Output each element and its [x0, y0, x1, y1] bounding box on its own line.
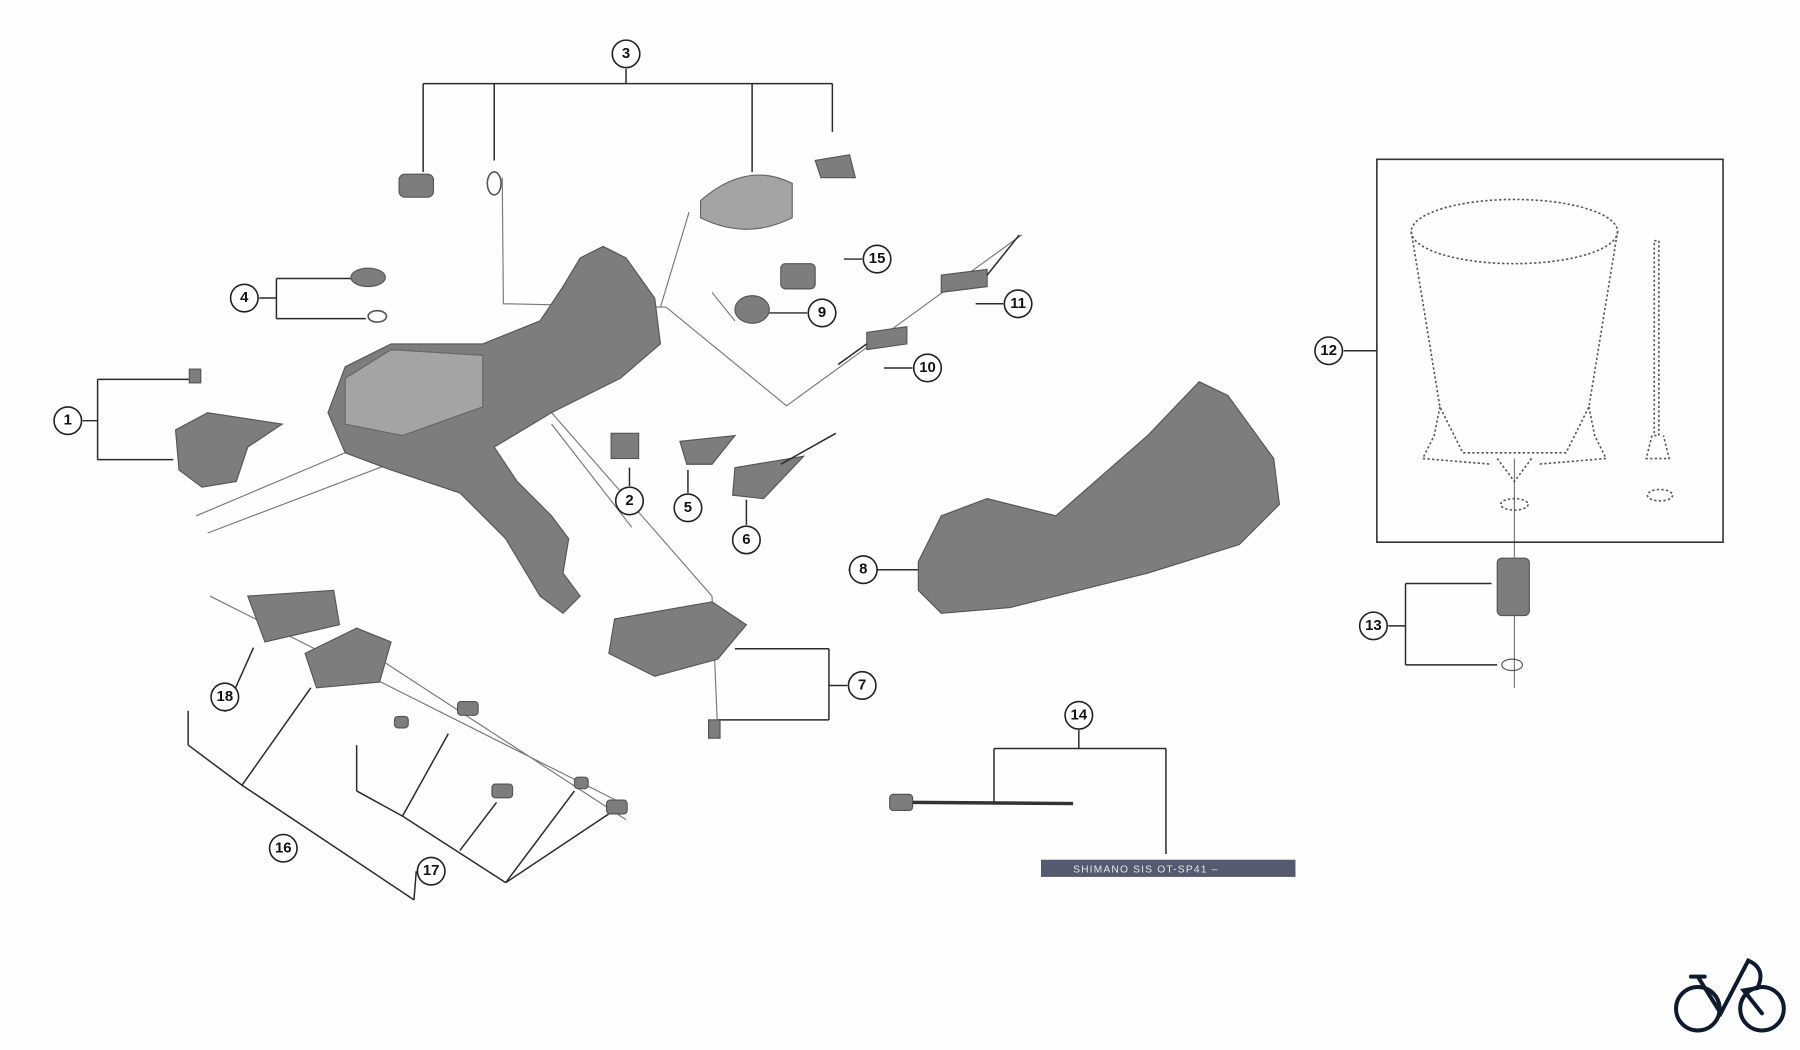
svg-text:13: 13: [1365, 618, 1382, 634]
lever-body: [327, 245, 662, 615]
svg-text:6: 6: [742, 532, 750, 548]
svg-text:7: 7: [858, 677, 866, 693]
leader-lines: [82, 68, 1498, 901]
callout-4: 4: [229, 283, 259, 313]
small-parts: [174, 154, 1020, 815]
callout-9: 9: [807, 298, 837, 328]
shift-cable: SHIMANO SIS OT-SP41 –: [889, 793, 1296, 877]
callout-16: 16: [268, 833, 298, 863]
callout-17: 17: [416, 856, 446, 886]
svg-text:4: 4: [240, 290, 249, 306]
svg-text:12: 12: [1320, 343, 1337, 359]
callout-7: 7: [847, 670, 877, 701]
callout-15: 15: [862, 244, 892, 274]
svg-text:10: 10: [919, 360, 936, 376]
bleed-adapter: [1496, 557, 1530, 617]
callout-1: 1: [53, 406, 83, 436]
svg-text:11: 11: [1010, 296, 1026, 312]
svg-text:15: 15: [869, 251, 886, 267]
bleed-kit-box: [1376, 158, 1724, 543]
callouts: 1 2 3 4 5 6 7 8 9 10 11 12 13 14 15 16 1…: [53, 39, 1388, 886]
callout-14: 14: [1064, 700, 1094, 730]
svg-text:17: 17: [423, 863, 440, 879]
callout-12: 12: [1314, 336, 1344, 366]
o-ring: [1501, 658, 1524, 672]
svg-text:2: 2: [625, 493, 633, 509]
cable-print: SHIMANO SIS OT-SP41 –: [1073, 864, 1218, 875]
callout-10: 10: [912, 353, 943, 383]
svg-text:16: 16: [275, 840, 292, 856]
svg-text:14: 14: [1071, 707, 1088, 723]
svg-text:1: 1: [64, 413, 72, 429]
svg-text:8: 8: [859, 562, 867, 578]
svg-text:9: 9: [818, 305, 826, 321]
callout-13: 13: [1358, 611, 1388, 641]
callout-3: 3: [611, 39, 641, 69]
callout-6: 6: [731, 525, 761, 555]
callout-11: 11: [1003, 289, 1033, 319]
callout-2: 2: [614, 486, 645, 516]
callout-8: 8: [848, 555, 878, 585]
svg-text:18: 18: [217, 689, 234, 705]
callout-18: 18: [210, 682, 240, 712]
callout-5: 5: [673, 493, 703, 523]
bicycle-logo-icon: [1674, 958, 1786, 1033]
svg-text:3: 3: [622, 46, 630, 62]
svg-text:5: 5: [684, 500, 692, 516]
hood-cover: [917, 381, 1281, 614]
